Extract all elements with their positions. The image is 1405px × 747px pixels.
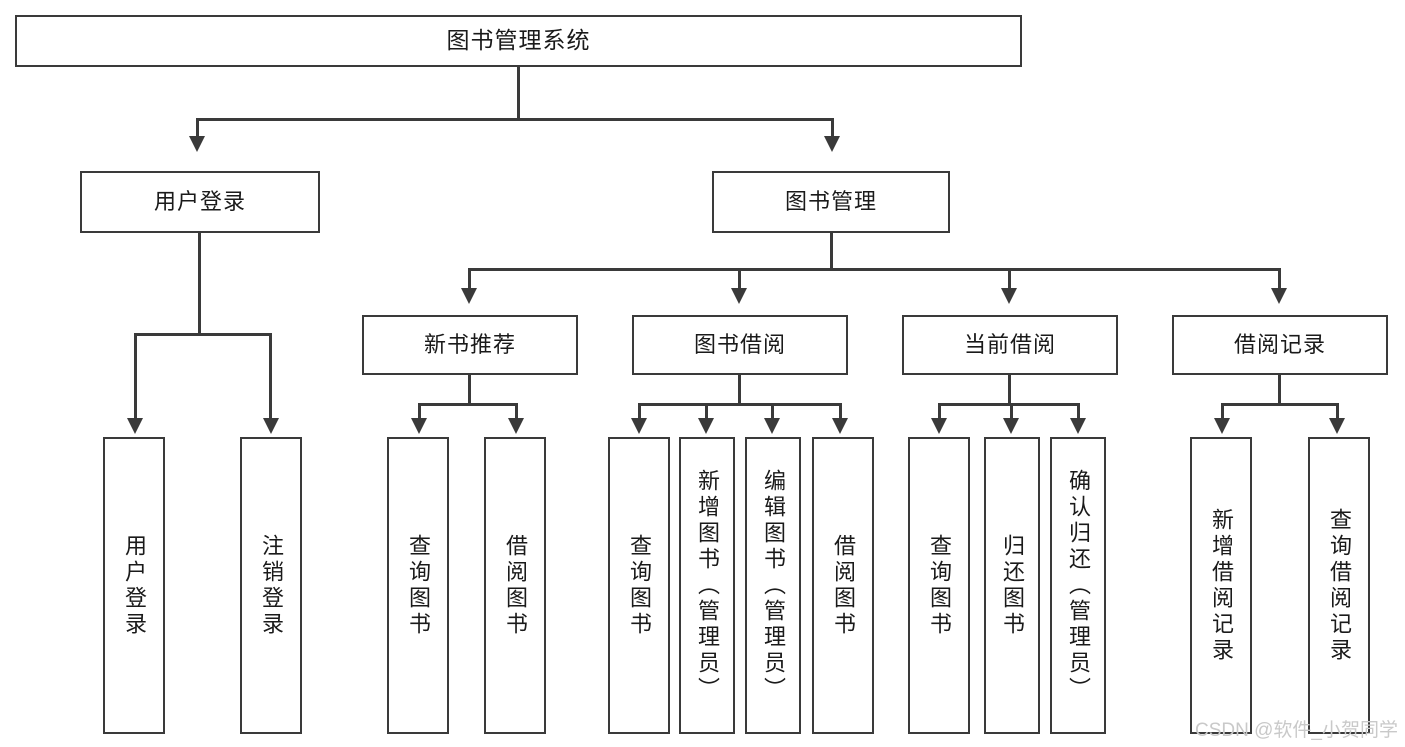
- node-user-login[interactable]: 用户登录: [80, 171, 320, 233]
- connector-user-login-drop-1: [134, 333, 137, 420]
- leaf-logout-label: 注销登录: [259, 533, 284, 638]
- leaf-return-book[interactable]: 归还图书: [984, 437, 1040, 734]
- leaf-query-book-2[interactable]: 查询图书: [608, 437, 670, 734]
- arrow-to-leaf-user-login: [127, 418, 143, 434]
- connector-br-bus: [1221, 403, 1339, 406]
- node-new-book-rec[interactable]: 新书推荐: [362, 315, 578, 375]
- node-borrow-record[interactable]: 借阅记录: [1172, 315, 1388, 375]
- node-book-manage[interactable]: 图书管理: [712, 171, 950, 233]
- watermark-text: CSDN @软件_小贺同学: [1195, 720, 1398, 741]
- arrow-to-borrow-record: [1271, 288, 1287, 304]
- connector-bm-drop-2: [738, 268, 741, 290]
- arrow-to-user-login: [189, 136, 205, 152]
- connector-nbr-drop-1: [418, 403, 421, 420]
- node-book-manage-label: 图书管理: [784, 188, 877, 214]
- connector-bb-stem: [738, 375, 741, 405]
- connector-nbr-drop-2: [515, 403, 518, 420]
- leaf-query-record-label: 查询借阅记录: [1327, 507, 1352, 664]
- connector-nbr-stem: [468, 375, 471, 405]
- connector-root-right-drop: [831, 118, 834, 138]
- leaf-borrow-book-2-label: 借阅图书: [831, 533, 856, 638]
- leaf-user-login[interactable]: 用户登录: [103, 437, 165, 734]
- connector-cb-drop-2: [1010, 403, 1013, 420]
- leaf-edit-book-label: 编辑图书（管理员）: [761, 468, 786, 703]
- node-book-borrow[interactable]: 图书借阅: [632, 315, 848, 375]
- connector-root-stem: [517, 67, 520, 118]
- leaf-borrow-book-1-label: 借阅图书: [503, 533, 528, 638]
- connector-bm-drop-1: [468, 268, 471, 290]
- arrow-to-leaf-add-book: [698, 418, 714, 434]
- leaf-add-book[interactable]: 新增图书（管理员）: [679, 437, 735, 734]
- connector-bm-drop-3: [1008, 268, 1011, 290]
- arrow-to-leaf-confirm-return: [1070, 418, 1086, 434]
- node-user-login-label: 用户登录: [153, 188, 246, 214]
- connector-root-left-drop: [196, 118, 199, 138]
- arrow-to-book-manage: [824, 136, 840, 152]
- connector-nbr-bus: [418, 403, 518, 406]
- leaf-query-book-2-label: 查询图书: [627, 533, 652, 638]
- connector-user-login-bus: [134, 333, 272, 336]
- leaf-query-book-1[interactable]: 查询图书: [387, 437, 449, 734]
- leaf-borrow-book-2[interactable]: 借阅图书: [812, 437, 874, 734]
- leaf-user-login-label: 用户登录: [122, 533, 147, 638]
- leaf-logout[interactable]: 注销登录: [240, 437, 302, 734]
- connector-bb-bus: [638, 403, 842, 406]
- connector-cb-bus: [938, 403, 1080, 406]
- leaf-query-book-3[interactable]: 查询图书: [908, 437, 970, 734]
- leaf-add-record[interactable]: 新增借阅记录: [1190, 437, 1252, 734]
- node-book-borrow-label: 图书借阅: [693, 331, 786, 357]
- connector-cb-drop-1: [938, 403, 941, 420]
- leaf-confirm-return[interactable]: 确认归还（管理员）: [1050, 437, 1106, 734]
- leaf-add-book-label: 新增图书（管理员）: [695, 468, 720, 703]
- connector-cb-stem: [1008, 375, 1011, 405]
- arrow-to-leaf-borrow-book-2: [832, 418, 848, 434]
- arrow-to-leaf-edit-book: [764, 418, 780, 434]
- connector-user-login-stem: [198, 233, 201, 335]
- leaf-confirm-return-label: 确认归还（管理员）: [1066, 468, 1091, 703]
- arrow-to-leaf-query-record: [1329, 418, 1345, 434]
- arrow-to-leaf-add-record: [1214, 418, 1230, 434]
- arrow-to-leaf-borrow-book-1: [508, 418, 524, 434]
- connector-bb-drop-3: [771, 403, 774, 420]
- arrow-to-leaf-query-book-1: [411, 418, 427, 434]
- arrow-to-book-borrow: [731, 288, 747, 304]
- connector-bm-drop-4: [1278, 268, 1281, 290]
- node-borrow-record-label: 借阅记录: [1233, 331, 1326, 357]
- leaf-add-record-label: 新增借阅记录: [1209, 507, 1234, 664]
- connector-br-drop-2: [1336, 403, 1339, 420]
- node-current-borrow-label: 当前借阅: [963, 331, 1056, 357]
- arrow-to-leaf-query-book-2: [631, 418, 647, 434]
- arrow-to-leaf-query-book-3: [931, 418, 947, 434]
- connector-user-login-drop-2: [269, 333, 272, 420]
- leaf-query-record[interactable]: 查询借阅记录: [1308, 437, 1370, 734]
- node-root-label: 图书管理系统: [446, 27, 591, 54]
- arrow-to-new-book-rec: [461, 288, 477, 304]
- connector-bb-drop-1: [638, 403, 641, 420]
- leaf-query-book-1-label: 查询图书: [406, 533, 431, 638]
- arrow-to-leaf-logout: [263, 418, 279, 434]
- arrow-to-leaf-return-book: [1003, 418, 1019, 434]
- connector-book-manage-stem: [830, 233, 833, 270]
- leaf-edit-book[interactable]: 编辑图书（管理员）: [745, 437, 801, 734]
- connector-bb-drop-4: [839, 403, 842, 420]
- node-root[interactable]: 图书管理系统: [15, 15, 1022, 67]
- arrow-to-current-borrow: [1001, 288, 1017, 304]
- connector-br-stem: [1278, 375, 1281, 405]
- leaf-query-book-3-label: 查询图书: [927, 533, 952, 638]
- connector-br-drop-1: [1221, 403, 1224, 420]
- leaf-borrow-book-1[interactable]: 借阅图书: [484, 437, 546, 734]
- connector-bb-drop-2: [705, 403, 708, 420]
- leaf-return-book-label: 归还图书: [1000, 533, 1025, 638]
- connector-cb-drop-3: [1077, 403, 1080, 420]
- connector-book-manage-bus: [468, 268, 1280, 271]
- connector-root-bus: [196, 118, 834, 121]
- node-new-book-rec-label: 新书推荐: [423, 331, 516, 357]
- node-current-borrow[interactable]: 当前借阅: [902, 315, 1118, 375]
